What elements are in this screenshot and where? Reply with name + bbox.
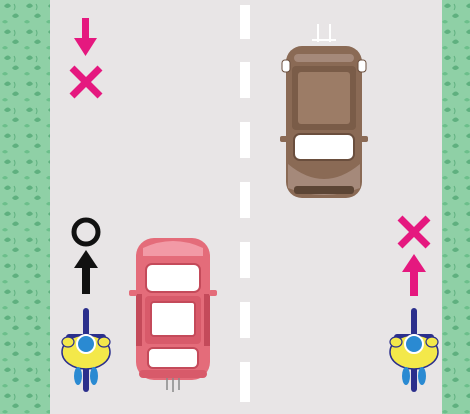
car-icon: [129, 238, 217, 392]
left-verge: [0, 0, 50, 414]
car-icon: [280, 24, 368, 198]
right-verge: [442, 0, 470, 414]
